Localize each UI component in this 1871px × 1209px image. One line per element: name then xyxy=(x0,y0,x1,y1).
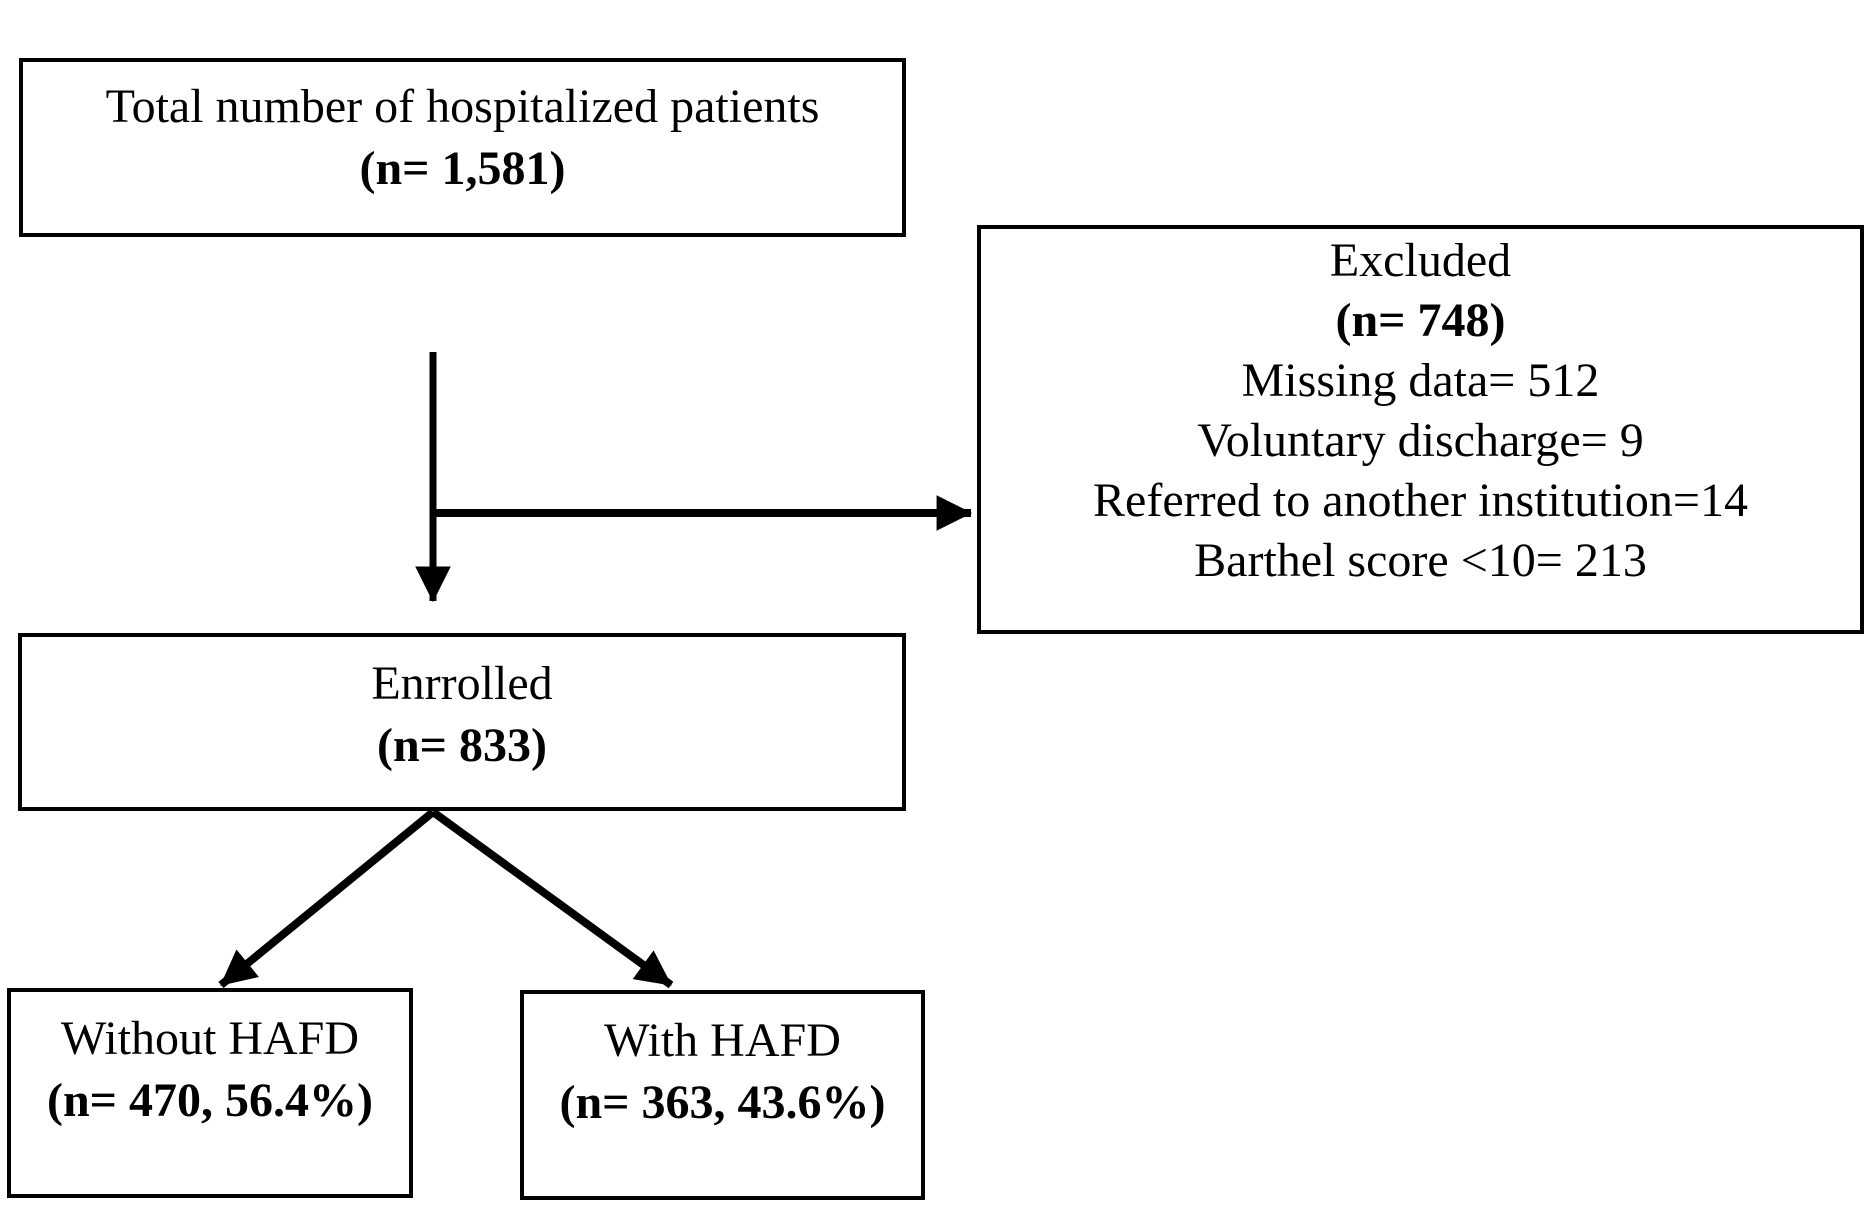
total-patients-label: Total number of hospitalized patients xyxy=(105,80,820,133)
total-patients-count: (n= 1,581) xyxy=(359,142,566,195)
arrow-enrolled-to-with-hafd xyxy=(430,808,674,989)
excluded-reason-voluntary-discharge: Voluntary discharge= 9 xyxy=(1197,414,1644,467)
without-hafd-count: (n= 470, 56.4%) xyxy=(46,1074,373,1127)
enrolled-label: Enrrolled xyxy=(371,657,553,710)
excluded-reason-missing-data: Missing data= 512 xyxy=(1241,354,1600,407)
excluded-count: (n= 748) xyxy=(1335,294,1506,347)
without-hafd-label: Without HAFD xyxy=(60,1012,360,1065)
box-total-patients: Total number of hospitalized patients (n… xyxy=(19,58,906,237)
box-without-hafd: Without HAFD (n= 470, 56.4%) xyxy=(7,988,413,1198)
with-hafd-label: With HAFD xyxy=(604,1014,841,1067)
enrolled-count: (n= 833) xyxy=(376,719,547,772)
with-hafd-count: (n= 363, 43.6%) xyxy=(559,1076,886,1129)
box-excluded: Excluded (n= 748) Missing data= 512 Volu… xyxy=(977,225,1864,634)
box-with-hafd: With HAFD (n= 363, 43.6%) xyxy=(520,990,925,1200)
excluded-label: Excluded xyxy=(1329,234,1512,287)
arrow-enrolled-to-without-hafd xyxy=(218,808,436,989)
excluded-reason-barthel-score: Barthel score <10= 213 xyxy=(1194,534,1647,587)
excluded-reason-referred: Referred to another institution=14 xyxy=(1093,474,1748,527)
box-enrolled: Enrrolled (n= 833) xyxy=(18,633,906,811)
